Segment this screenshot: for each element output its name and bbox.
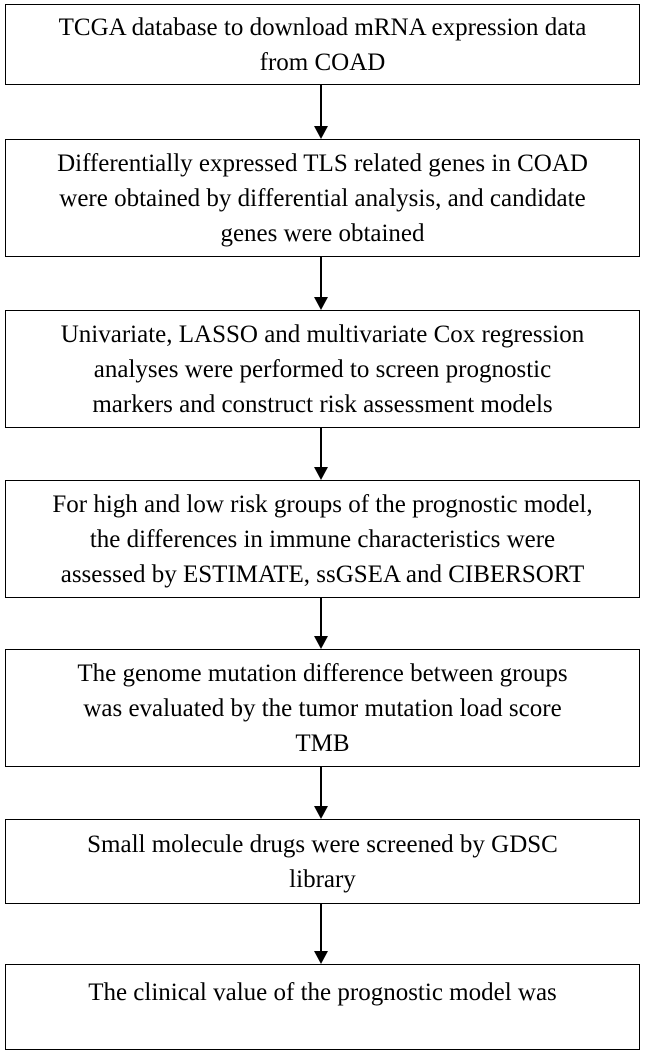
- step-7-text: The clinical value of the prognostic mod…: [88, 979, 557, 1006]
- arrow-1-icon: [314, 85, 328, 139]
- step-6-text: Small molecule drugs were screened by GD…: [87, 830, 558, 893]
- step-1-box: TCGA database to download mRNA expressio…: [5, 4, 640, 85]
- step-3-box: Univariate, LASSO and multivariate Cox r…: [5, 310, 640, 428]
- arrow-5-icon: [314, 767, 328, 819]
- step-4-text: For high and low risk groups of the prog…: [52, 490, 593, 588]
- step-6-box: Small molecule drugs were screened by GD…: [5, 819, 640, 904]
- step-2-text: Differentially expressed TLS related gen…: [57, 149, 588, 247]
- arrow-2-icon: [314, 257, 328, 310]
- step-5-box: The genome mutation difference between g…: [5, 649, 640, 767]
- arrow-4-icon: [314, 598, 328, 649]
- step-1-text: TCGA database to download mRNA expressio…: [58, 13, 587, 76]
- arrow-6-icon: [314, 904, 328, 964]
- step-3-text: Univariate, LASSO and multivariate Cox r…: [60, 320, 585, 418]
- step-7-box: The clinical value of the prognostic mod…: [5, 964, 640, 1050]
- step-2-box: Differentially expressed TLS related gen…: [5, 139, 640, 257]
- step-5-text: The genome mutation difference between g…: [77, 659, 568, 757]
- step-4-box: For high and low risk groups of the prog…: [5, 480, 640, 598]
- arrow-3-icon: [314, 428, 328, 480]
